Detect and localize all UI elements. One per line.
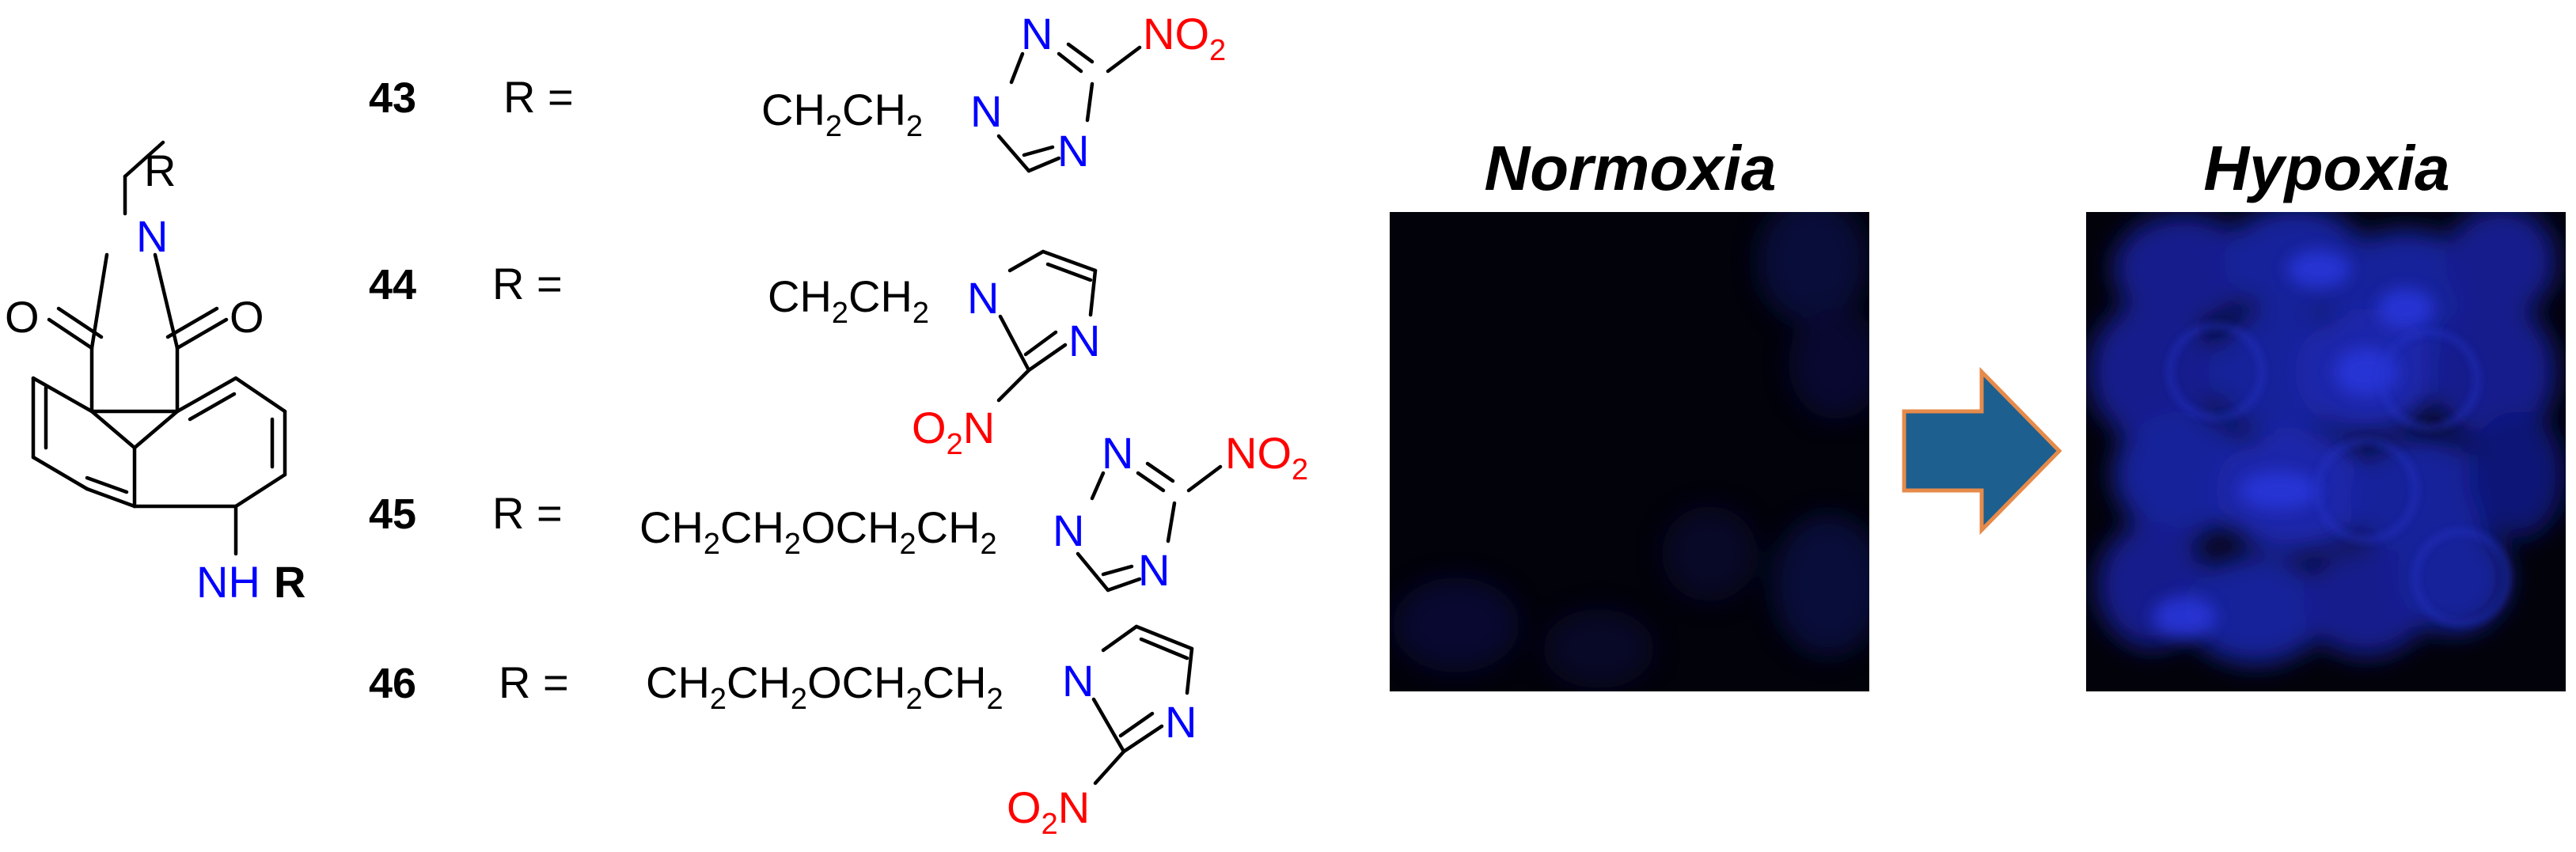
compound-46: 46 R = CH2CH2OCH2CH2 N N O2N [369,624,1197,841]
nitro-group: O2N [912,403,995,461]
chain-text: CH2CH2 [761,85,923,143]
triazole-n1: N [970,86,1002,136]
imidazole-n3: N [1165,697,1197,747]
r-equals-label: R = [492,259,563,309]
substituent-r-label: R [144,146,176,195]
normoxia-faint-cells [1393,212,1869,688]
nitro-group: O2N [1007,782,1090,841]
naphthalimide-core: R N O O NH R [5,140,305,607]
hypoxia-panel: Hypoxia [2086,133,2566,691]
transition-arrow-icon [1902,366,2062,536]
compound-number: 46 [369,660,416,707]
amine-nh-label: NH [196,557,260,607]
nitro-group: NO2 [1143,9,1226,67]
chain-text: CH2CH2OCH2CH2 [639,502,997,561]
normoxia-title: Normoxia [1485,133,1777,203]
normoxia-panel: Normoxia [1390,133,1869,691]
compound-number: 44 [369,261,416,309]
triazole-n2: N [1102,428,1133,478]
r-equals-label: R = [499,657,569,707]
carbonyl-oxygen-left: O [5,292,40,342]
r-equals-label: R = [492,488,563,538]
imidazole-n1: N [967,273,999,323]
imidazole-n3: N [1068,316,1100,365]
chain-text: CH2CH2OCH2CH2 [646,657,1003,716]
compound-number: 43 [369,74,416,122]
triazole-n4: N [1057,126,1089,176]
imidazole-n1: N [1062,656,1094,706]
triazole-n1: N [1053,506,1084,555]
compound-number: 45 [369,490,416,538]
nitro-group: NO2 [1225,428,1308,487]
triazole-n4: N [1138,545,1170,595]
hypoxia-fluorescent-cells [2089,212,2564,665]
chain-text: CH2CH2 [768,271,929,330]
hypoxia-title: Hypoxia [2203,133,2449,203]
triazole-n2: N [1021,9,1053,59]
compound-45: 45 R = CH2CH2OCH2CH2 N N N NO2 [369,428,1308,595]
amine-r-label: R [274,557,305,607]
compound-43: 43 R = CH2CH2 N N N NO2 [369,9,1226,176]
imide-nitrogen-label: N [136,211,168,261]
compound-44: 44 R = CH2CH2 N N O2N [369,249,1100,461]
carbonyl-oxygen-right: O [230,292,264,342]
r-equals-label: R = [503,72,574,122]
